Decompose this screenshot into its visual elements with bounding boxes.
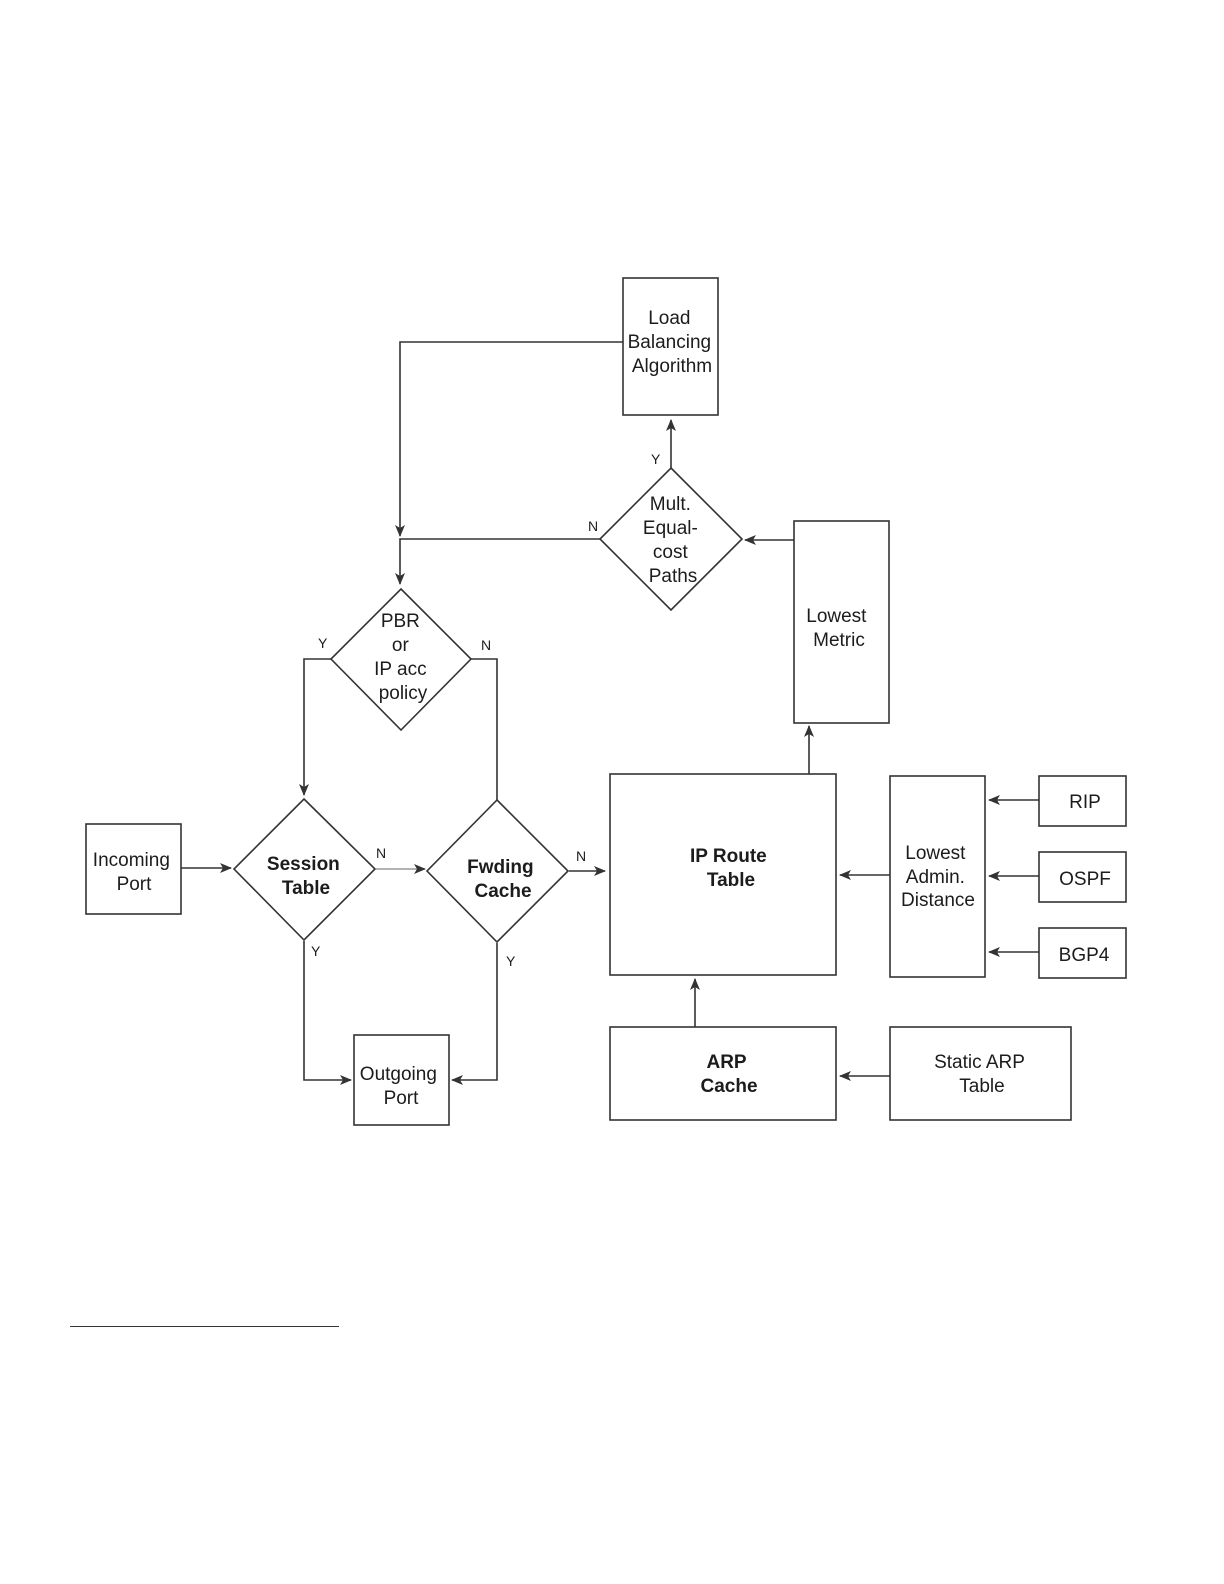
lowest-admin-distance-node: Lowest Admin. Distance — [890, 776, 985, 977]
load-balancing-node: Load Balancing Algorithm — [623, 278, 718, 415]
rip-node: RIP — [1039, 776, 1126, 826]
fwding-yes-label: Y — [506, 953, 516, 969]
session-no-label: N — [376, 845, 386, 861]
edge-mult-n-to-pbr — [400, 539, 601, 584]
pbr-no-label: N — [481, 637, 491, 653]
pbr-yes-label: Y — [318, 635, 328, 651]
pbr-decision: PBR or IP acc policy — [331, 589, 471, 730]
ip-route-table-node: IP Route Table — [610, 774, 836, 975]
outgoing-port-node: Outgoing Port — [354, 1035, 449, 1125]
edge-session-y-to-outgoing — [304, 941, 351, 1080]
bgp4-node: BGP4 — [1039, 928, 1126, 978]
edge-pbr-n-to-fwding — [471, 659, 497, 800]
lowest-admin-distance-label: Lowest Admin. Distance — [901, 843, 975, 911]
edge-fwding-y-to-outgoing — [452, 943, 497, 1080]
ospf-node: OSPF — [1039, 852, 1126, 902]
static-arp-table-node: Static ARP Table — [890, 1027, 1071, 1120]
mult-yes-label: Y — [651, 451, 661, 467]
rip-label: RIP — [1069, 792, 1101, 813]
footnote-rule — [70, 1326, 339, 1327]
arp-cache-node: ARP Cache — [610, 1027, 836, 1120]
fwding-cache-decision: Fwding Cache — [427, 800, 568, 942]
mult-equal-cost-decision: Mult. Equal- cost Paths — [600, 468, 742, 610]
ospf-label: OSPF — [1059, 869, 1111, 890]
edge-pbr-y-to-session — [304, 659, 331, 795]
session-table-decision: Session Table — [234, 799, 375, 940]
bgp4-label: BGP4 — [1059, 945, 1110, 966]
incoming-port-node: Incoming Port — [86, 824, 181, 914]
fwding-no-label: N — [576, 848, 586, 864]
session-yes-label: Y — [311, 943, 321, 959]
lowest-metric-node: Lowest Metric — [794, 521, 889, 723]
edge-load-balancing-to-pbr — [400, 342, 623, 536]
mult-no-label: N — [588, 518, 598, 534]
